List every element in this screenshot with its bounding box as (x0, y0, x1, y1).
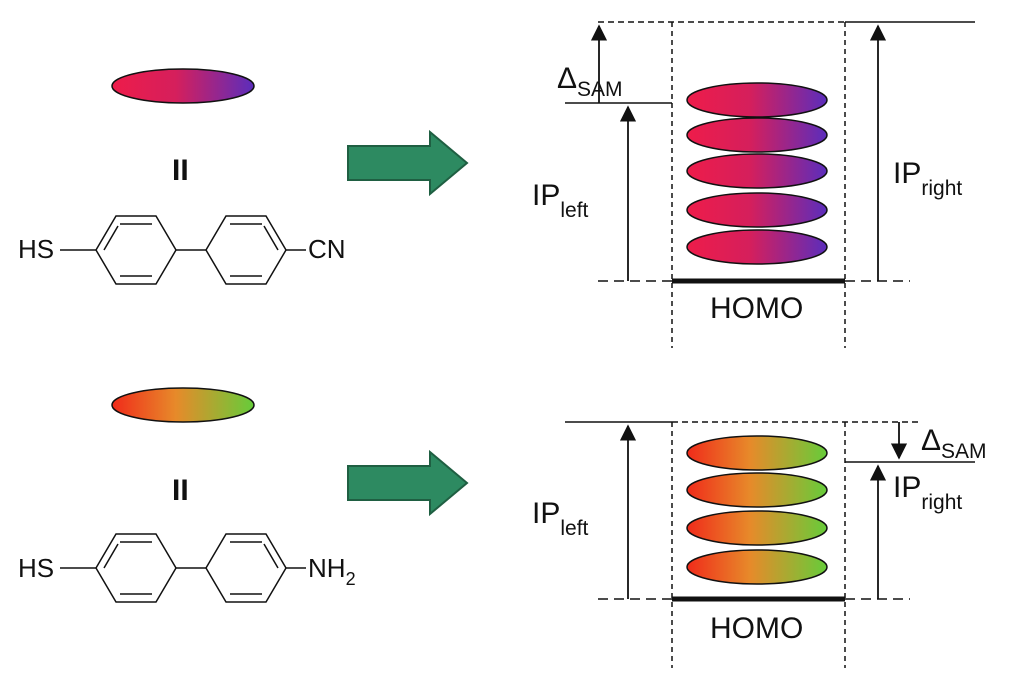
benzene-ring-1 (95, 215, 177, 285)
ip-right-label: IPright (893, 157, 962, 200)
benzene-ring-2 (205, 215, 287, 285)
delta-sam-label: ΔSAM (557, 62, 623, 101)
hs-group-label: HS (18, 553, 54, 583)
top-energy-diagram: ΔSAM IPleft IPright HOMO (532, 21, 975, 348)
stack-ellipse (686, 435, 828, 471)
ip-right-label: IPright (893, 471, 962, 514)
stack-ellipse (686, 117, 828, 153)
cn-group-label: CN (308, 234, 346, 264)
stack-ellipse (686, 472, 828, 508)
transform-arrow (347, 129, 469, 197)
bottom-energy-diagram: ΔSAM IPleft IPright HOMO (532, 421, 987, 668)
transform-arrow (347, 449, 469, 517)
stack-ellipse (686, 510, 828, 546)
delta-sam-label: ΔSAM (921, 424, 987, 463)
homo-label: HOMO (710, 612, 803, 645)
nh2-molecule-ellipse (111, 387, 255, 423)
equivalence-symbol: II (172, 154, 189, 187)
hs-group-label: HS (18, 234, 54, 264)
cn-molecule-structure: HS CN (18, 215, 346, 285)
benzene-ring-1 (95, 533, 177, 603)
stack-ellipse (686, 549, 828, 585)
bottom-panel: II HS NH2 (18, 387, 987, 668)
stack-ellipse (686, 192, 828, 228)
ip-left-label: IPleft (532, 497, 589, 540)
stack-ellipse (686, 153, 828, 189)
homo-label: HOMO (710, 292, 803, 325)
ip-left-label: IPleft (532, 179, 589, 222)
nh2-group-label: NH2 (308, 553, 356, 589)
stack-ellipse (686, 229, 828, 265)
stack-ellipse (686, 82, 828, 118)
top-panel: II HS CN (18, 21, 975, 348)
cn-molecule-ellipse (111, 68, 255, 104)
nh2-molecule-structure: HS NH2 (18, 533, 356, 603)
equivalence-symbol: II (172, 474, 189, 507)
benzene-ring-2 (205, 533, 287, 603)
